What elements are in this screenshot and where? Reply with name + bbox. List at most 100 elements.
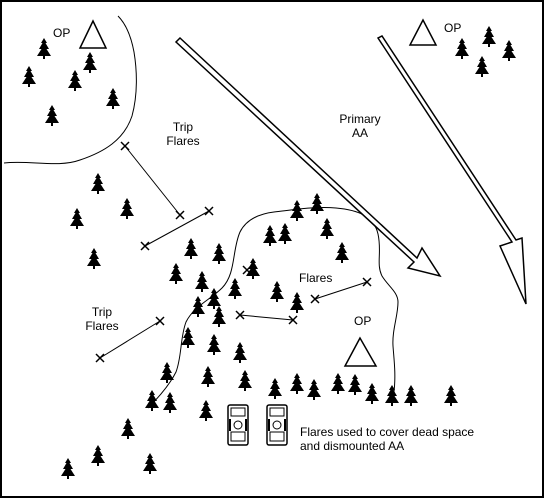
tree-icon <box>502 40 516 61</box>
vehicle-icon <box>266 404 288 446</box>
flare-wire <box>144 210 210 247</box>
trip-flares-left-line1: Trip <box>91 305 113 319</box>
flare-x-icon <box>288 315 298 325</box>
tree-icon <box>61 458 75 479</box>
tree-icon <box>199 400 213 421</box>
flare-wire <box>99 320 161 359</box>
tree-icon <box>212 306 226 327</box>
tree-icon <box>160 362 174 383</box>
flares-note-line1: Flares used to cover dead space <box>300 425 475 439</box>
flare-x-icon <box>155 316 165 326</box>
tree-icon <box>233 342 247 363</box>
flare-wire <box>314 281 368 300</box>
tree-icon <box>207 288 221 309</box>
tree-icon <box>163 392 177 413</box>
primary-aa-line1: Primary <box>339 112 381 126</box>
tree-icon <box>87 248 101 269</box>
tree-icon <box>290 373 304 394</box>
flare-x-icon <box>204 206 214 216</box>
tree-icon <box>207 334 221 355</box>
flare-x-icon <box>95 353 105 363</box>
wood-line-top-left <box>3 15 137 165</box>
tree-icon <box>70 208 84 229</box>
vehicle-group <box>227 404 288 446</box>
trip-flares-top-line2: Flares <box>166 134 200 148</box>
primary-aa-label: Primary AA <box>332 112 388 140</box>
tree-icon <box>83 52 97 73</box>
observation-post-triangle-icon <box>408 18 438 46</box>
tree-icon <box>278 223 292 244</box>
tree-icon <box>331 373 345 394</box>
tree-icon <box>290 292 304 313</box>
tree-icon <box>195 271 209 292</box>
tree-icon <box>455 38 469 59</box>
observation-post-triangle-icon <box>78 19 108 49</box>
tree-icon <box>385 385 399 406</box>
vehicle-icon <box>227 404 249 446</box>
wood-line-center <box>147 207 399 409</box>
flare-x-icon <box>140 241 150 251</box>
tree-icon <box>365 383 379 404</box>
op-label-top-left: OP <box>53 26 71 40</box>
tree-icon <box>45 105 59 126</box>
trip-flare-wires <box>99 145 368 359</box>
tree-icon <box>482 26 496 47</box>
op-label-top-right: OP <box>444 21 462 35</box>
tree-icon <box>37 38 51 59</box>
tree-icon <box>68 70 82 91</box>
primary-aa-arrow-left <box>174 36 442 278</box>
flare-x-icon <box>362 277 372 287</box>
observation-post-triangle-icon <box>343 336 378 367</box>
tree-icon <box>348 374 362 395</box>
flare-x-icon <box>242 265 252 275</box>
tree-icon <box>143 453 157 474</box>
flares-label-center: Flares <box>299 271 333 285</box>
flare-x-icon <box>310 294 320 304</box>
tree-icon <box>335 242 349 263</box>
op-markers <box>78 18 438 367</box>
tree-icon <box>263 225 277 246</box>
tree-icon <box>268 378 282 399</box>
tree-icon <box>290 200 304 221</box>
tree-icon <box>145 390 159 411</box>
tree-icon <box>191 296 205 317</box>
trip-flares-top-line1: Trip <box>172 120 194 134</box>
tree-icon <box>475 56 489 77</box>
tree-icon <box>91 173 105 194</box>
tree-icon <box>22 66 36 87</box>
tree-icon <box>181 327 195 348</box>
tree-icon <box>184 238 198 259</box>
tree-icon <box>320 218 334 239</box>
tree-icon <box>238 370 252 391</box>
tree-group <box>22 26 516 479</box>
flare-marker-group <box>95 141 372 363</box>
primary-aa-arrow-right <box>376 35 527 305</box>
tree-icon <box>270 281 284 302</box>
tree-icon <box>404 385 418 406</box>
tree-icon <box>310 193 324 214</box>
flares-note-line2: and dismounted AA <box>300 439 405 453</box>
flare-wire <box>124 145 181 216</box>
op-label-bottom: OP <box>354 314 372 328</box>
flare-x-icon <box>120 141 130 151</box>
tree-icon <box>120 198 134 219</box>
tree-icon <box>212 243 226 264</box>
tree-icon <box>228 278 242 299</box>
tree-icon <box>106 88 120 109</box>
flares-note: Flares used to cover dead space and dism… <box>300 425 474 453</box>
tree-icon <box>201 366 215 387</box>
primary-aa-line2: AA <box>351 126 368 140</box>
tree-icon <box>121 418 135 439</box>
flare-wire <box>239 314 294 321</box>
tree-icon <box>444 385 458 406</box>
tree-icon <box>91 445 105 466</box>
trip-flares-label-left: Trip Flares <box>78 305 126 333</box>
flare-x-icon <box>175 210 185 220</box>
tree-icon <box>169 263 183 284</box>
trip-flares-label-top: Trip Flares <box>156 120 210 148</box>
tree-icon <box>307 379 321 400</box>
trip-flares-left-line2: Flares <box>85 319 119 333</box>
